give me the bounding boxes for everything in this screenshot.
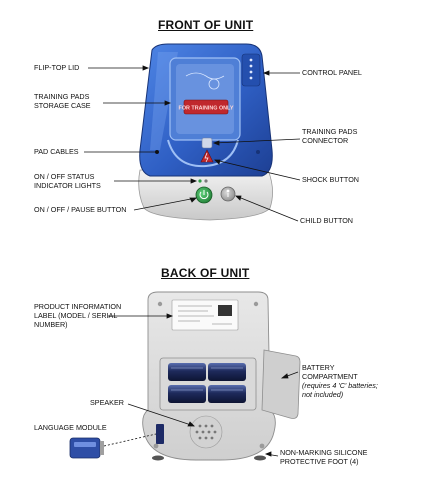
back-unit bbox=[142, 291, 301, 461]
label-battery-line3: (requires 4 'C' batteries; bbox=[302, 381, 378, 390]
battery-group bbox=[168, 363, 246, 403]
shock-icon bbox=[200, 149, 214, 163]
label-product-info-line3: NUMBER) bbox=[34, 320, 68, 329]
language-module-slot bbox=[156, 424, 164, 444]
front-leader-lines bbox=[84, 65, 301, 222]
label-battery-line4: not included) bbox=[302, 390, 344, 399]
label-training-pads-storage-case-line1: TRAINING PADS bbox=[34, 92, 90, 101]
pad-label-text: FOR TRAINING ONLY bbox=[179, 106, 234, 112]
label-training-pads-connector-line1: TRAINING PADS bbox=[302, 127, 358, 136]
protective-foot bbox=[254, 455, 266, 461]
label-power-pause-button: ON / OFF / PAUSE BUTTON bbox=[34, 205, 127, 214]
speaker-grille bbox=[189, 415, 223, 449]
training-pads-connector bbox=[201, 137, 213, 149]
label-pad-cables: PAD CABLES bbox=[34, 147, 79, 156]
label-flip-top-lid: FLIP-TOP LID bbox=[34, 63, 80, 72]
control-panel bbox=[241, 53, 261, 87]
language-module bbox=[69, 437, 104, 459]
label-product-info-line2: LABEL (MODEL / SERIAL bbox=[34, 311, 118, 320]
label-control-panel: CONTROL PANEL bbox=[302, 68, 362, 77]
label-battery-line2: COMPARTMENT bbox=[302, 372, 358, 381]
power-icon bbox=[199, 190, 209, 200]
protective-foot bbox=[152, 455, 164, 461]
back-leader-lines bbox=[103, 313, 299, 457]
pad-cables bbox=[167, 139, 239, 168]
label-product-info-line1: PRODUCT INFORMATION bbox=[34, 302, 122, 311]
label-training-pads-storage-case-line2: STORAGE CASE bbox=[34, 101, 91, 110]
child-icon bbox=[226, 189, 230, 197]
label-foot-line1: NON-MARKING SILICONE bbox=[280, 448, 368, 457]
battery-door bbox=[261, 349, 301, 419]
pad-training-label bbox=[183, 99, 229, 115]
front-of-unit-heading: FRONT OF UNIT bbox=[158, 18, 254, 32]
label-child-button: CHILD BUTTON bbox=[300, 216, 353, 225]
label-speaker: SPEAKER bbox=[90, 398, 124, 407]
label-training-pads-connector-line2: CONNECTOR bbox=[302, 136, 349, 145]
label-battery-line1: BATTERY bbox=[302, 363, 335, 372]
front-unit: FOR TRAINING ONLY bbox=[138, 43, 273, 221]
status-light-off bbox=[204, 179, 208, 183]
label-status-lights-line1: ON / OFF STATUS bbox=[34, 172, 95, 181]
label-foot-line2: PROTECTIVE FOOT (4) bbox=[280, 457, 359, 466]
status-light-on bbox=[198, 179, 202, 183]
label-language-module: LANGUAGE MODULE bbox=[34, 423, 107, 432]
label-status-lights-line2: INDICATOR LIGHTS bbox=[34, 181, 101, 190]
label-shock-button: SHOCK BUTTON bbox=[302, 175, 359, 184]
back-of-unit-heading: BACK OF UNIT bbox=[161, 266, 250, 280]
